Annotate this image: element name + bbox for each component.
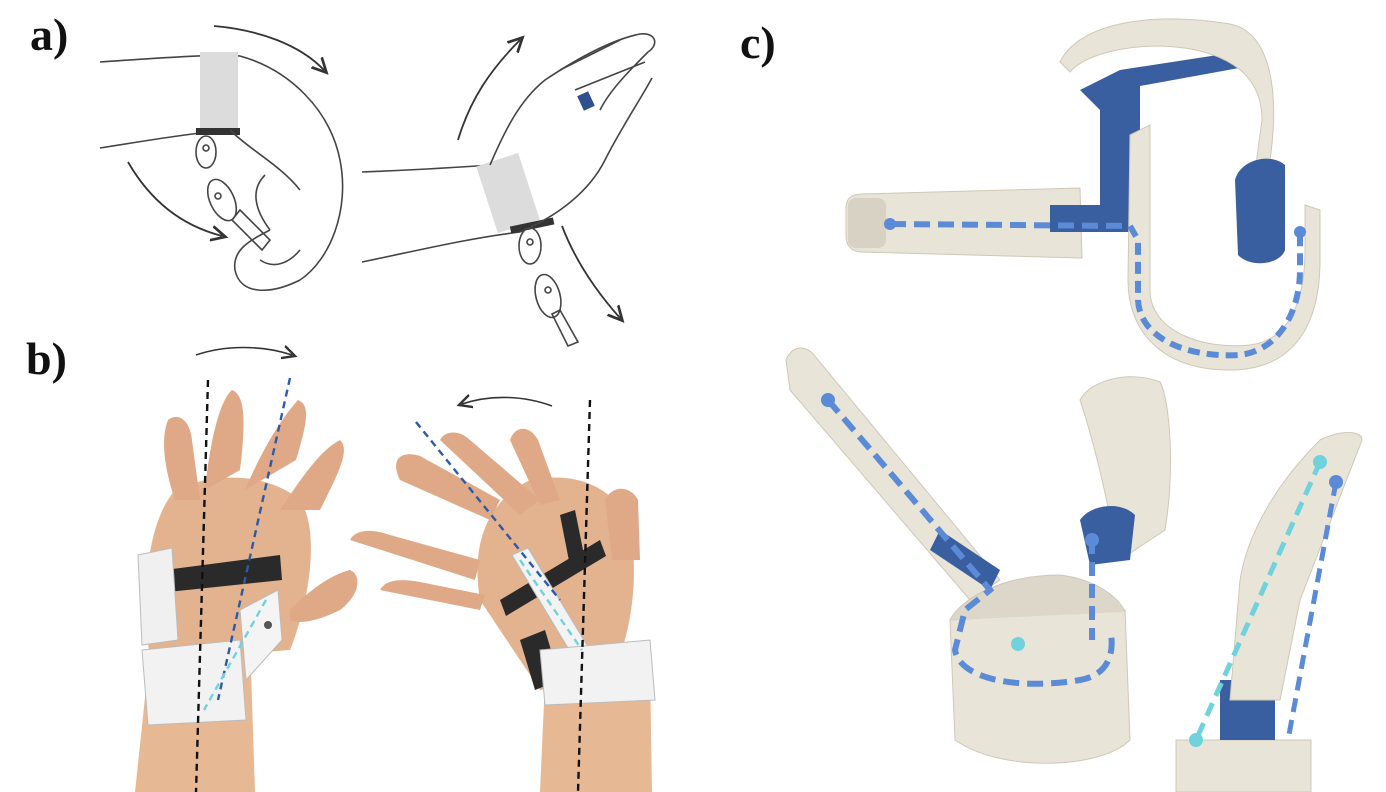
finger-cap [848, 198, 886, 248]
panel-a-sketch-flexion [99, 52, 344, 291]
orthosis-base [141, 639, 247, 726]
curved-arrow-icon [462, 397, 553, 406]
reference-axis-line [194, 379, 210, 792]
curved-arrow-icon [561, 225, 620, 318]
sketch-linkage-a [195, 135, 272, 252]
wrist-band [476, 152, 540, 234]
blue-frame [1080, 50, 1250, 205]
joint-point [821, 393, 835, 407]
band-clip [196, 128, 240, 135]
reference-axis-line [576, 399, 592, 792]
strap [500, 540, 606, 616]
linkage-line [825, 398, 1115, 687]
cuff-shell [1079, 376, 1171, 561]
strap [165, 555, 282, 592]
panel-b-photo-left-hand [135, 377, 358, 792]
finger-piece [1229, 432, 1363, 701]
joint-point-cyan [1313, 455, 1327, 469]
linkage-line [889, 221, 1131, 229]
joint-point [1329, 475, 1343, 489]
panel-label-b: b) [26, 333, 67, 384]
blue-slider [930, 530, 1000, 590]
base-block [1175, 739, 1312, 792]
joint-point-cyan [1011, 637, 1025, 651]
curved-arrow-icon [213, 25, 324, 70]
strap [560, 510, 585, 566]
joint-point [1085, 533, 1099, 547]
linkage-axis-line [202, 599, 268, 711]
panel-a-sketch-extension [361, 33, 656, 348]
panel-c-render-top [845, 18, 1321, 371]
orthosis-base [539, 639, 656, 706]
wrist-band [200, 52, 238, 132]
panel-label-c: c) [740, 17, 776, 68]
hand-axis-line [415, 421, 561, 601]
panel-b-photo-right-hand [350, 399, 656, 792]
curved-arrow-icon [195, 348, 292, 356]
panel-c-render-isometric [785, 347, 1171, 764]
linkage-axis-line [519, 559, 583, 651]
panel-c-render-side [1175, 432, 1363, 792]
orthosis-shell [137, 547, 179, 646]
ring-sensor [577, 91, 595, 111]
joint-point [884, 218, 896, 230]
hand-axis-line [216, 377, 292, 701]
curved-arrow-icon [127, 161, 222, 236]
blue-pad [1235, 158, 1285, 264]
linkage-line [1127, 224, 1303, 359]
curved-arrow-icon [457, 40, 520, 141]
orthosis-linkage [239, 589, 283, 682]
joint-point [1294, 226, 1306, 238]
linkage-line-cyan [1193, 460, 1323, 742]
sketch-linkage-b [518, 227, 580, 348]
u-loop [1127, 124, 1321, 371]
panel-label-a: a) [30, 9, 69, 60]
joint-point-cyan [1189, 733, 1203, 747]
